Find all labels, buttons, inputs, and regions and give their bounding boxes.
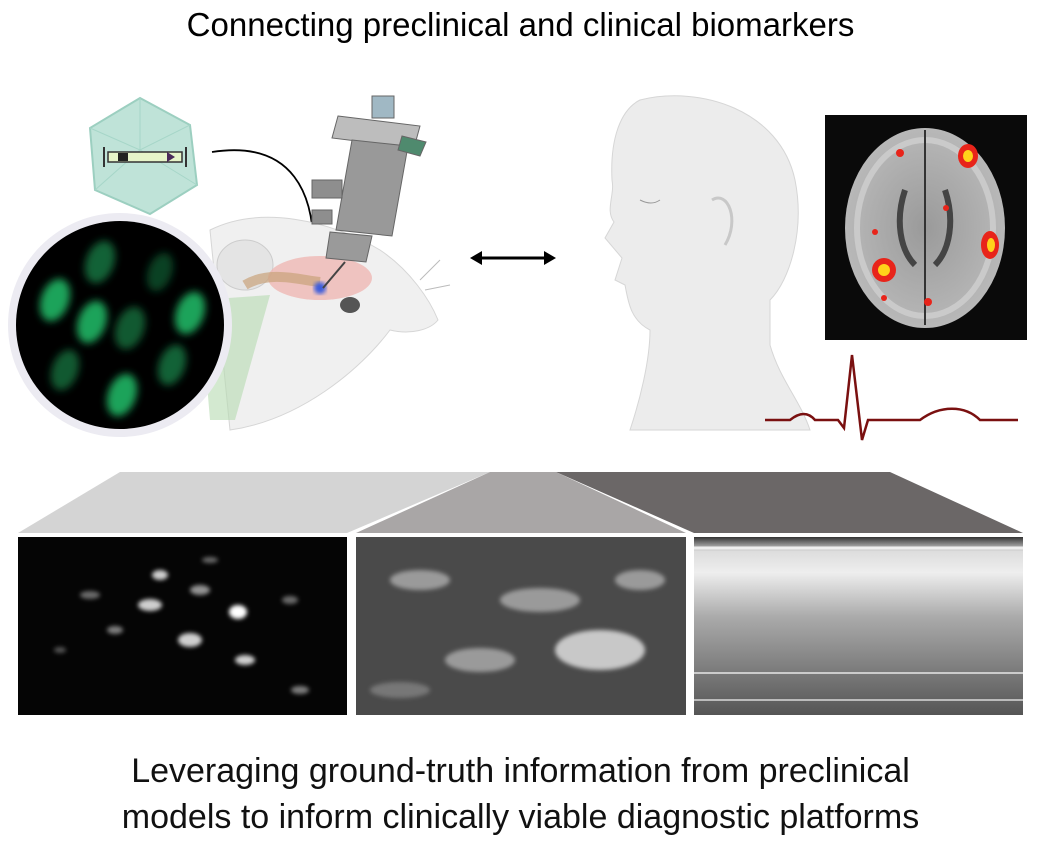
viral-vector-icon [88,96,199,216]
panel-connector-right [556,472,1023,533]
ecg-trace [765,354,1018,441]
mouse-illustration [200,216,451,431]
panel-connector-left [18,472,490,533]
stereotaxic-injector [311,95,427,289]
caption-line-2: models to inform clinically viable diagn… [121,798,920,836]
figure-caption: Leveraging ground-truth information from… [0,748,1041,840]
activation-hotspots [872,144,999,306]
brain-mri-activation-map [825,115,1027,340]
caption-line-1: Leveraging ground-truth information from… [131,752,910,790]
fluorescence-microscopy-inset [8,213,232,437]
panel-connector-middle [356,472,686,533]
image-panel-speckle [356,537,686,715]
bidirectional-arrow [470,251,556,265]
image-panel-oct [694,537,1023,715]
image-panel-fluorescence [18,537,347,715]
figure-title: Connecting preclinical and clinical biom… [186,6,855,43]
human-head-illustration [604,95,811,431]
